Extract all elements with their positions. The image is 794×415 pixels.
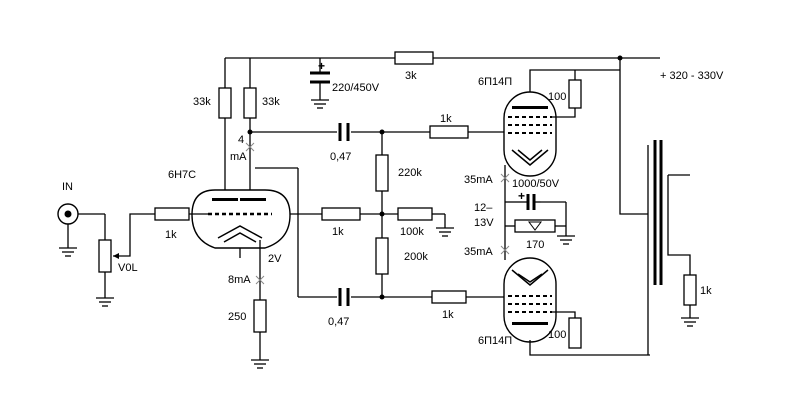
plate-resistor-a-label: 33k bbox=[193, 96, 211, 108]
cathode-current-label: 8mA bbox=[228, 274, 251, 286]
resistor-200k-label: 200k bbox=[404, 251, 428, 263]
svg-text:+: + bbox=[518, 189, 525, 203]
middle-node-wire bbox=[290, 211, 454, 237]
input-grid-resistor-label: 1k bbox=[165, 229, 177, 241]
current-bottom-label: 35mA bbox=[464, 246, 493, 258]
volume-potentiometer bbox=[96, 213, 155, 307]
top-grid-resistor bbox=[429, 125, 469, 139]
top-coupling-capacitor bbox=[338, 123, 350, 141]
top-capacitor-label: 0,47 bbox=[330, 151, 351, 163]
cathode-ground bbox=[251, 359, 269, 369]
svg-text:+: + bbox=[318, 59, 325, 73]
bias-voltage-label-1: 12– bbox=[474, 202, 493, 214]
cathode-voltage-label: 2V bbox=[268, 253, 282, 265]
bottom-capacitor-label: 0,47 bbox=[328, 316, 349, 328]
mid-grid-resistor-label: 1k bbox=[332, 226, 344, 238]
current-mark-cathode bbox=[255, 275, 265, 285]
screen-resistor-top bbox=[568, 79, 582, 109]
resistor-220k bbox=[375, 154, 389, 192]
mid-grid-resistor bbox=[321, 207, 361, 221]
bias-capacitor-label: 1000/50V bbox=[512, 178, 560, 190]
input-label: IN bbox=[62, 181, 73, 193]
supply-capacitor-label: 220/450V bbox=[332, 82, 380, 94]
output-load-resistor-label: 1k bbox=[700, 285, 712, 297]
bias-voltage-label-2: 13V bbox=[474, 217, 494, 229]
current-top-label: 35mA bbox=[464, 174, 493, 186]
bias-capacitor: + bbox=[518, 189, 541, 210]
plate-resistor-b bbox=[243, 87, 257, 119]
driver-current-unit: mA bbox=[230, 151, 247, 163]
output-tube-bottom-label: 6П14П bbox=[478, 335, 512, 347]
cathode-resistor bbox=[253, 299, 267, 333]
current-mark-driver bbox=[245, 142, 255, 152]
bias-network-wire bbox=[504, 165, 575, 260]
bottom-coupling-wire bbox=[255, 167, 505, 300]
bottom-coupling-capacitor bbox=[338, 288, 350, 306]
current-mark-bottom bbox=[500, 245, 510, 255]
input-grid-resistor bbox=[154, 207, 190, 221]
bottom-grid-resistor-label: 1k bbox=[442, 309, 454, 321]
driver-tube bbox=[191, 189, 291, 258]
output-load-resistor bbox=[683, 274, 697, 306]
output-ground bbox=[681, 317, 699, 327]
driver-current-value: 4 bbox=[238, 134, 244, 146]
resistor-220k-label: 220k bbox=[398, 167, 422, 179]
supply-resistor-label: 3k bbox=[405, 70, 417, 82]
screen-resistor-bottom-label: 100 bbox=[548, 329, 566, 341]
output-tube-top bbox=[503, 91, 557, 177]
resistor-100k-label: 100k bbox=[400, 226, 424, 238]
cathode-resistor-label: 250 bbox=[228, 311, 246, 323]
bias-resistor bbox=[514, 219, 556, 233]
screen-resistor-bottom bbox=[568, 317, 582, 349]
output-tube-top-label: 6П14П bbox=[478, 76, 512, 88]
top-grid-resistor-label: 1k bbox=[440, 113, 452, 125]
supply-voltage-label: + 320 - 330V bbox=[660, 70, 724, 82]
current-mark-top bbox=[500, 173, 510, 183]
bias-resistor-label: 170 bbox=[526, 239, 544, 251]
driver-tube-label: 6H7C bbox=[168, 169, 196, 181]
supply-rail bbox=[224, 57, 660, 88]
resistor-200k bbox=[375, 237, 389, 275]
resistor-100k bbox=[397, 207, 433, 221]
bottom-grid-resistor bbox=[431, 290, 467, 304]
output-transformer bbox=[617, 55, 691, 355]
input-jack bbox=[57, 203, 105, 257]
volume-label: V0L bbox=[118, 262, 138, 274]
plate-resistor-b-label: 33k bbox=[262, 96, 280, 108]
top-coupling-wire bbox=[247, 129, 505, 155]
plate-resistor-a bbox=[218, 87, 232, 119]
screen-resistor-top-label: 100 bbox=[548, 91, 566, 103]
supply-resistor bbox=[394, 51, 434, 65]
supply-capacitor: + bbox=[310, 59, 330, 109]
